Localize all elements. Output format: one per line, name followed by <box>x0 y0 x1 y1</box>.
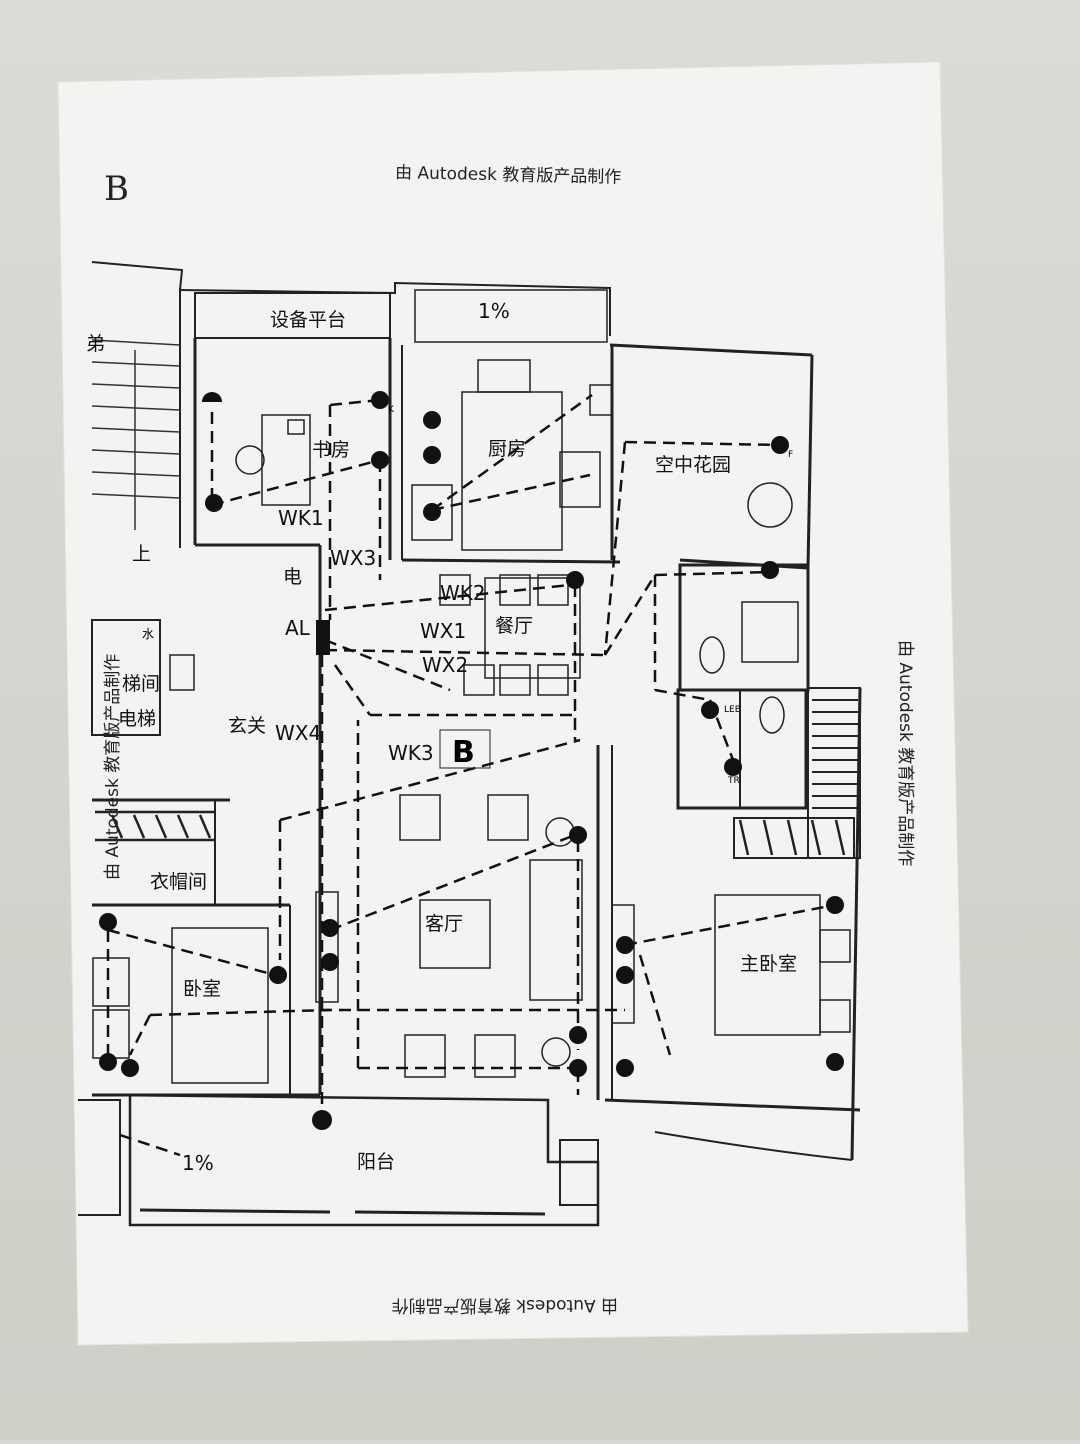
room-label-cloakroom: 衣帽间 <box>150 871 207 893</box>
watermark-bottom: 由 Autodesk 教育版产品制作 <box>392 1295 618 1315</box>
watermark-left: 由 Autodesk 教育版产品制作 <box>103 654 123 880</box>
handwritten-mark: B <box>104 169 129 209</box>
watermark-right: 由 Autodesk 教育版产品制作 <box>895 640 915 866</box>
stairs-up-label: 上 <box>132 543 151 565</box>
wiring-layer <box>106 393 836 1157</box>
fixture-tag-leb: LEB <box>724 705 741 715</box>
circuit-label-wk2-top: WK2 <box>440 581 486 605</box>
room-label-foyer: 玄关 <box>228 715 266 737</box>
electric-box-label: 电 <box>283 566 302 588</box>
unit-mark-b: B <box>452 735 475 770</box>
room-label-bedroom: 卧室 <box>183 978 221 1000</box>
circuit-label-wk1: WK1 <box>278 506 324 530</box>
paper-sheet <box>57 61 969 1346</box>
right-closet-stripes <box>812 699 858 809</box>
room-label-sky-garden: 空中花园 <box>655 454 731 476</box>
room-label-equipment-platform: 设备平台 <box>270 309 346 331</box>
slope-label-bottom: 1% <box>182 1151 214 1175</box>
room-label-kitchen: 厨房 <box>488 438 526 460</box>
room-label-balcony: 阳台 <box>357 1151 395 1173</box>
unit-mark-box <box>439 729 491 769</box>
slope-label-top: 1% <box>478 299 510 323</box>
circuit-label-wk3: WK3 <box>388 741 434 765</box>
furniture-layer <box>92 359 851 1078</box>
room-label-elevator-room: 梯间 <box>122 673 160 695</box>
circuit-label-wx1: WX1 <box>420 619 466 643</box>
water-label: 水 <box>142 627 154 641</box>
lamp-symbols <box>99 391 844 1130</box>
fixture-tag-f: F <box>788 450 793 460</box>
stairs-hatch <box>91 339 181 530</box>
circuit-label-wx4: WX4 <box>275 721 321 745</box>
closet-hatch <box>95 810 846 856</box>
circuit-label-wx2: WX2 <box>422 653 468 677</box>
fixture-tag-k: K <box>388 405 395 415</box>
circuit-label-wx3: WX3 <box>330 546 376 570</box>
walls-layer <box>78 261 862 1227</box>
stairs-label: 弟 <box>86 333 105 355</box>
watermark-top: 由 Autodesk 教育版产品制作 <box>395 163 622 188</box>
room-label-elevator: 电梯 <box>118 708 156 730</box>
room-label-study: 书房 <box>312 439 350 461</box>
panel-label-al: AL <box>285 616 311 640</box>
room-label-dining: 餐厅 <box>495 615 533 637</box>
room-label-living-room: 客厅 <box>425 913 463 935</box>
room-label-master-bedroom: 主卧室 <box>740 953 797 975</box>
fixture-tag-tr: TR <box>727 776 740 786</box>
